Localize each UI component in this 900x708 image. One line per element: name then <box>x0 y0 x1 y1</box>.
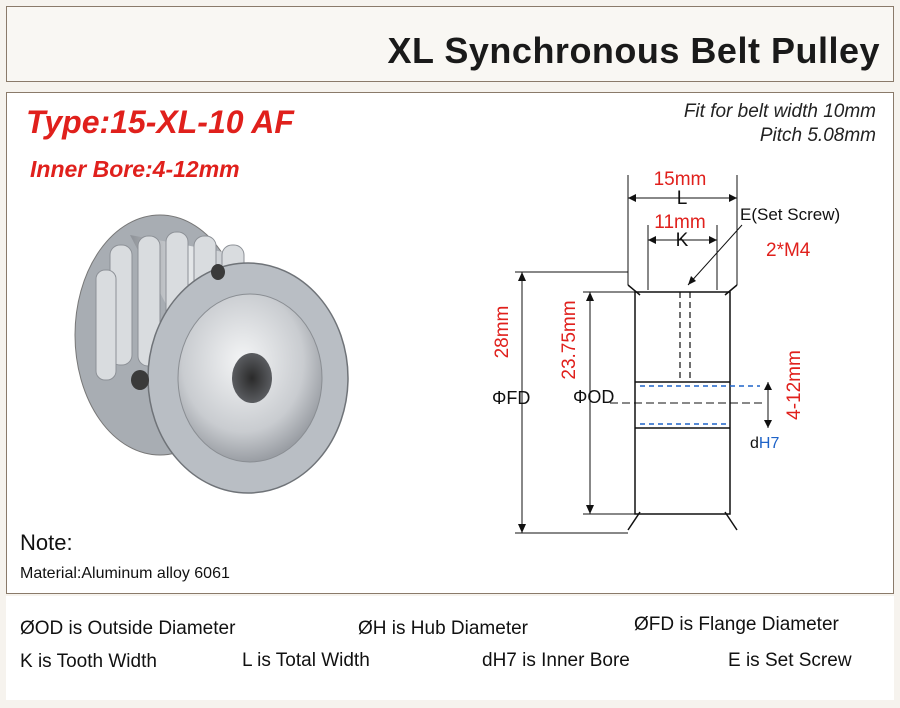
k-label: K <box>676 230 689 251</box>
k-arrows <box>648 236 717 244</box>
flange-bottom <box>627 511 738 531</box>
tooth-width-label: 11mm <box>654 212 705 233</box>
pulley-photo <box>74 214 349 494</box>
pitch-text: Pitch 5.08mm <box>759 125 876 146</box>
legend-fd: ØFD is Flange Diameter <box>634 614 839 635</box>
legend-e: E is Set Screw <box>728 650 852 671</box>
note-title: Note: <box>20 530 73 555</box>
fd-symbol: ΦFD <box>492 388 530 408</box>
dh7-d: d <box>750 435 759 452</box>
page-title: XL Synchronous Belt Pulley <box>387 30 880 71</box>
legend-od: ØOD is Outside Diameter <box>20 618 236 639</box>
legend-k: K is Tooth Width <box>20 651 157 672</box>
od-symbol: ΦOD <box>573 387 614 407</box>
screw-spec-label: 2*M4 <box>766 240 811 261</box>
outside-dia-label: 23.75mm <box>559 300 580 379</box>
type-label: Type:15-XL-10 AF <box>26 104 294 140</box>
set-screw-1 <box>131 370 149 390</box>
legend-h: ØH is Hub Diameter <box>358 618 528 639</box>
set-screw-2 <box>211 264 225 280</box>
flange-top <box>627 284 738 296</box>
set-screw-label: E(Set Screw) <box>740 205 840 224</box>
e-arrow <box>688 276 696 285</box>
bore-range-label: 4-12mm <box>784 350 805 420</box>
bore-indicator <box>640 385 760 425</box>
legend-panel <box>6 596 894 700</box>
l-label: L <box>677 188 688 209</box>
e-leader <box>687 224 743 286</box>
legend-l: L is Total Width <box>242 650 370 671</box>
technical-drawing <box>515 175 772 534</box>
title-frame <box>6 6 894 82</box>
legend-dh7: dH7 is Inner Bore <box>482 650 630 671</box>
total-width-label: 15mm <box>654 169 707 190</box>
flange-dia-label: 28mm <box>492 306 513 359</box>
belt-width-text: Fit for belt width 10mm <box>683 101 876 122</box>
dh7-label: dH7 <box>750 435 779 452</box>
dh7-h7: H7 <box>759 435 780 452</box>
material-text: Material:Aluminum alloy 6061 <box>20 565 230 582</box>
fit-info: Fit for belt width 10mm Pitch 5.08mm <box>684 100 876 148</box>
bore-label: Inner Bore:4-12mm <box>30 156 240 182</box>
bore-hole <box>232 353 272 403</box>
